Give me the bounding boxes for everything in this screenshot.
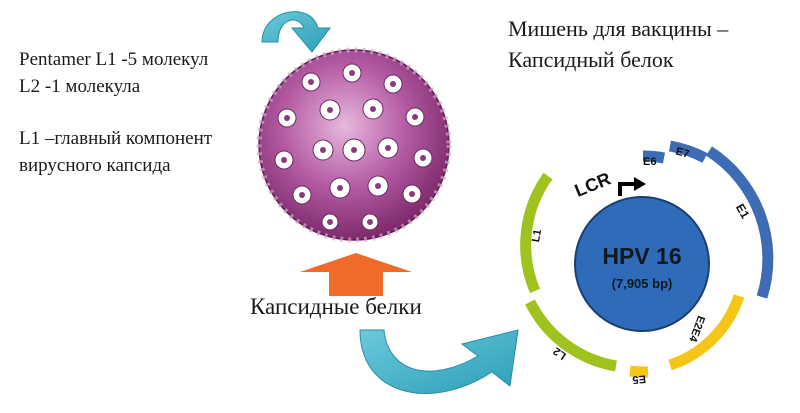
up-arrow xyxy=(300,253,412,296)
label-e1: E1 xyxy=(733,201,753,221)
genome-map: HPV 16 (7,905 bp) LCR E6 E7 E1 E2E4 E5 L… xyxy=(520,140,774,385)
top-curved-arrow xyxy=(261,11,331,53)
title-line2: Капсидный белок xyxy=(508,47,674,72)
label-l1: L1 xyxy=(530,228,544,243)
bottom-curved-arrow xyxy=(359,329,519,394)
gene-arc-l1 xyxy=(520,172,553,294)
virus-capsid xyxy=(256,47,452,243)
title-line1: Мишень для вакцины – xyxy=(508,16,729,41)
gene-arc-e1 xyxy=(706,146,774,299)
label-lcr: LCR xyxy=(572,168,614,200)
gene-arc-e5 xyxy=(629,365,649,378)
left-text-line2: L2 -1 молекула xyxy=(19,76,141,97)
gene-arc-e6 xyxy=(642,150,666,164)
left-text-line1: Pentamer L1 -5 молекул xyxy=(19,49,209,70)
caption-capsid-proteins: Капсидные белки xyxy=(250,294,422,319)
label-e5: E5 xyxy=(632,372,646,385)
label-e6: E6 xyxy=(643,156,656,168)
genome-size: (7,905 bp) xyxy=(612,276,673,291)
label-e2e4: E2E4 xyxy=(686,314,707,344)
label-e7: E7 xyxy=(674,146,690,161)
lcr-arrow-icon xyxy=(618,182,636,196)
genome-name: HPV 16 xyxy=(602,243,681,269)
left-text-line4: вирусного капсида xyxy=(19,155,171,176)
gene-arc-e2e4 xyxy=(668,294,745,371)
genome-core xyxy=(574,196,710,332)
gene-arc-l2 xyxy=(525,299,618,372)
gene-arc-e7 xyxy=(668,140,708,163)
left-text-line3: L1 –главный компонент xyxy=(19,128,213,149)
